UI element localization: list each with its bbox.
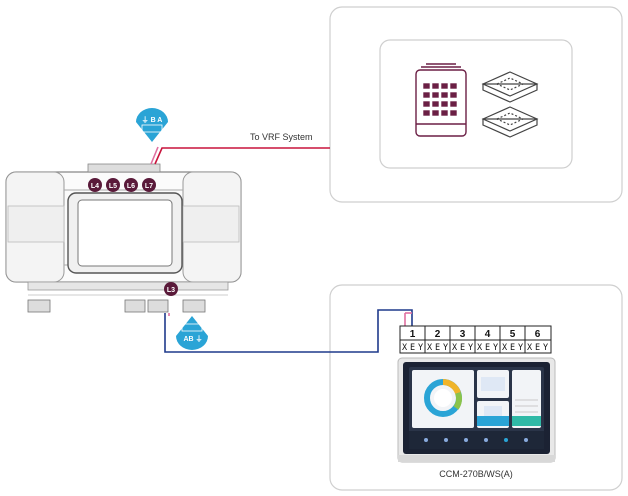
- cassette-unit-icon: [481, 71, 539, 138]
- terminal-number-1: 1: [410, 329, 416, 340]
- svg-text:L6: L6: [127, 183, 135, 190]
- svg-text:Y: Y: [493, 343, 498, 353]
- terminal-number-6: 6: [535, 329, 541, 340]
- svg-text:X: X: [477, 343, 483, 353]
- svg-text:L7: L7: [145, 183, 153, 190]
- panel-wire: [164, 309, 413, 353]
- top-badge: ⏚ B A: [136, 108, 168, 142]
- bottom-badge: AB ⏚: [176, 316, 208, 350]
- terminal-number-2: 2: [435, 329, 441, 340]
- svg-text:X: X: [452, 343, 458, 353]
- terminal-number-4: 4: [485, 329, 491, 340]
- port-l3: L3: [164, 282, 178, 296]
- vrf-wire: [150, 146, 330, 165]
- svg-text:E: E: [510, 343, 515, 353]
- svg-text:E: E: [535, 343, 540, 353]
- svg-text:Y: Y: [418, 343, 423, 353]
- port-l6: L6: [124, 178, 138, 192]
- indoor-unit-icon: [415, 63, 467, 137]
- svg-text:⏚ B A: ⏚ B A: [142, 116, 163, 124]
- svg-text:E: E: [460, 343, 465, 353]
- svg-text:Y: Y: [468, 343, 473, 353]
- svg-text:X: X: [502, 343, 508, 353]
- port-l5: L5: [106, 178, 120, 192]
- svg-text:L4: L4: [91, 183, 99, 190]
- svg-text:E: E: [410, 343, 415, 353]
- svg-text:X: X: [527, 343, 533, 353]
- svg-text:Y: Y: [543, 343, 548, 353]
- panel-model-label: CCM-270B/WS(A): [439, 469, 513, 479]
- gateway-device: [5, 163, 242, 313]
- svg-text:E: E: [485, 343, 490, 353]
- svg-text:Y: Y: [443, 343, 448, 353]
- terminal-number-3: 3: [460, 329, 466, 340]
- svg-text:L5: L5: [109, 183, 117, 190]
- svg-text:Y: Y: [518, 343, 523, 353]
- terminal-blocks: 1 2 3 4 5 6 X E Y X E Y X E Y X E Y X E …: [399, 325, 552, 354]
- port-l4: L4: [88, 178, 102, 192]
- svg-text:L3: L3: [167, 287, 175, 294]
- svg-text:E: E: [435, 343, 440, 353]
- svg-text:X: X: [402, 343, 408, 353]
- vrf-label: To VRF System: [250, 132, 313, 142]
- touch-panel: [397, 357, 556, 463]
- svg-text:X: X: [427, 343, 433, 353]
- terminal-number-5: 5: [510, 329, 516, 340]
- svg-text:AB ⏚: AB ⏚: [183, 335, 202, 343]
- vrf-inner-box: [379, 39, 573, 169]
- port-l7: L7: [142, 178, 156, 192]
